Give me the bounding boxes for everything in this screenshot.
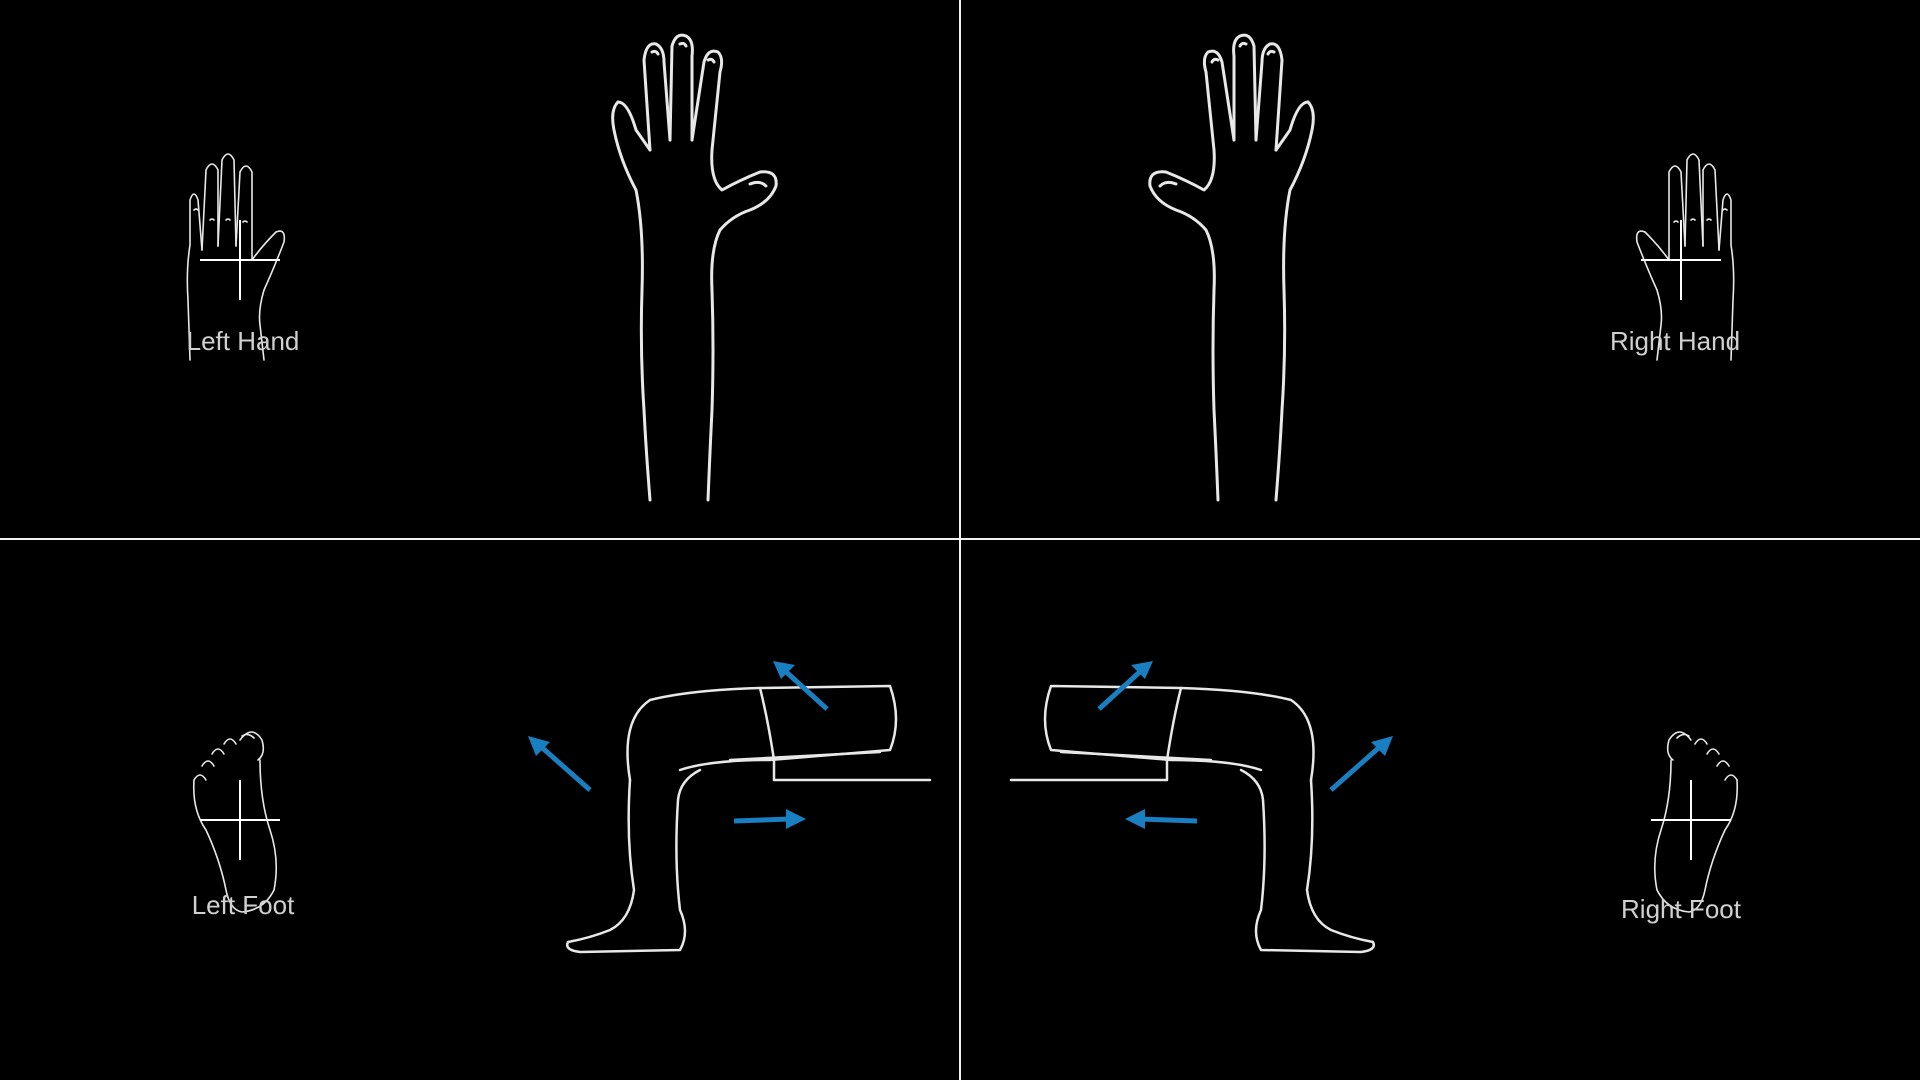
right-foot-label: Right Foot <box>1621 894 1741 924</box>
arrow-up-left-icon <box>528 736 592 792</box>
horizontal-divider <box>0 538 1920 540</box>
left-foot-quadrant[interactable]: Left Foot <box>0 540 958 1078</box>
arrow-left-icon <box>1125 809 1198 829</box>
right-hand-label: Right Hand <box>1609 326 1741 356</box>
vertical-divider <box>959 0 961 1080</box>
arrow-right-icon <box>733 809 806 829</box>
right-leg-sketch-image <box>1009 684 1375 954</box>
left-foot-icon <box>192 731 280 913</box>
arrow-up-left-knee-icon <box>773 661 829 711</box>
left-leg-sketch-image <box>566 684 932 954</box>
arrow-up-right-icon <box>1329 736 1393 792</box>
right-hand-sketch-image <box>1148 33 1315 502</box>
left-hand-label: Left Hand <box>186 326 300 356</box>
right-foot-icon <box>1651 731 1739 913</box>
right-foot-quadrant[interactable]: Right Foot <box>961 540 1919 1078</box>
arrow-up-right-knee-icon <box>1097 661 1153 711</box>
right-hand-icon <box>1635 153 1735 361</box>
left-hand-sketch-image <box>611 33 778 502</box>
left-hand-quadrant[interactable]: Left Hand <box>0 0 958 538</box>
left-hand-icon <box>186 153 286 361</box>
right-hand-quadrant[interactable]: Right Hand <box>961 0 1919 538</box>
left-foot-label: Left Foot <box>191 890 295 920</box>
